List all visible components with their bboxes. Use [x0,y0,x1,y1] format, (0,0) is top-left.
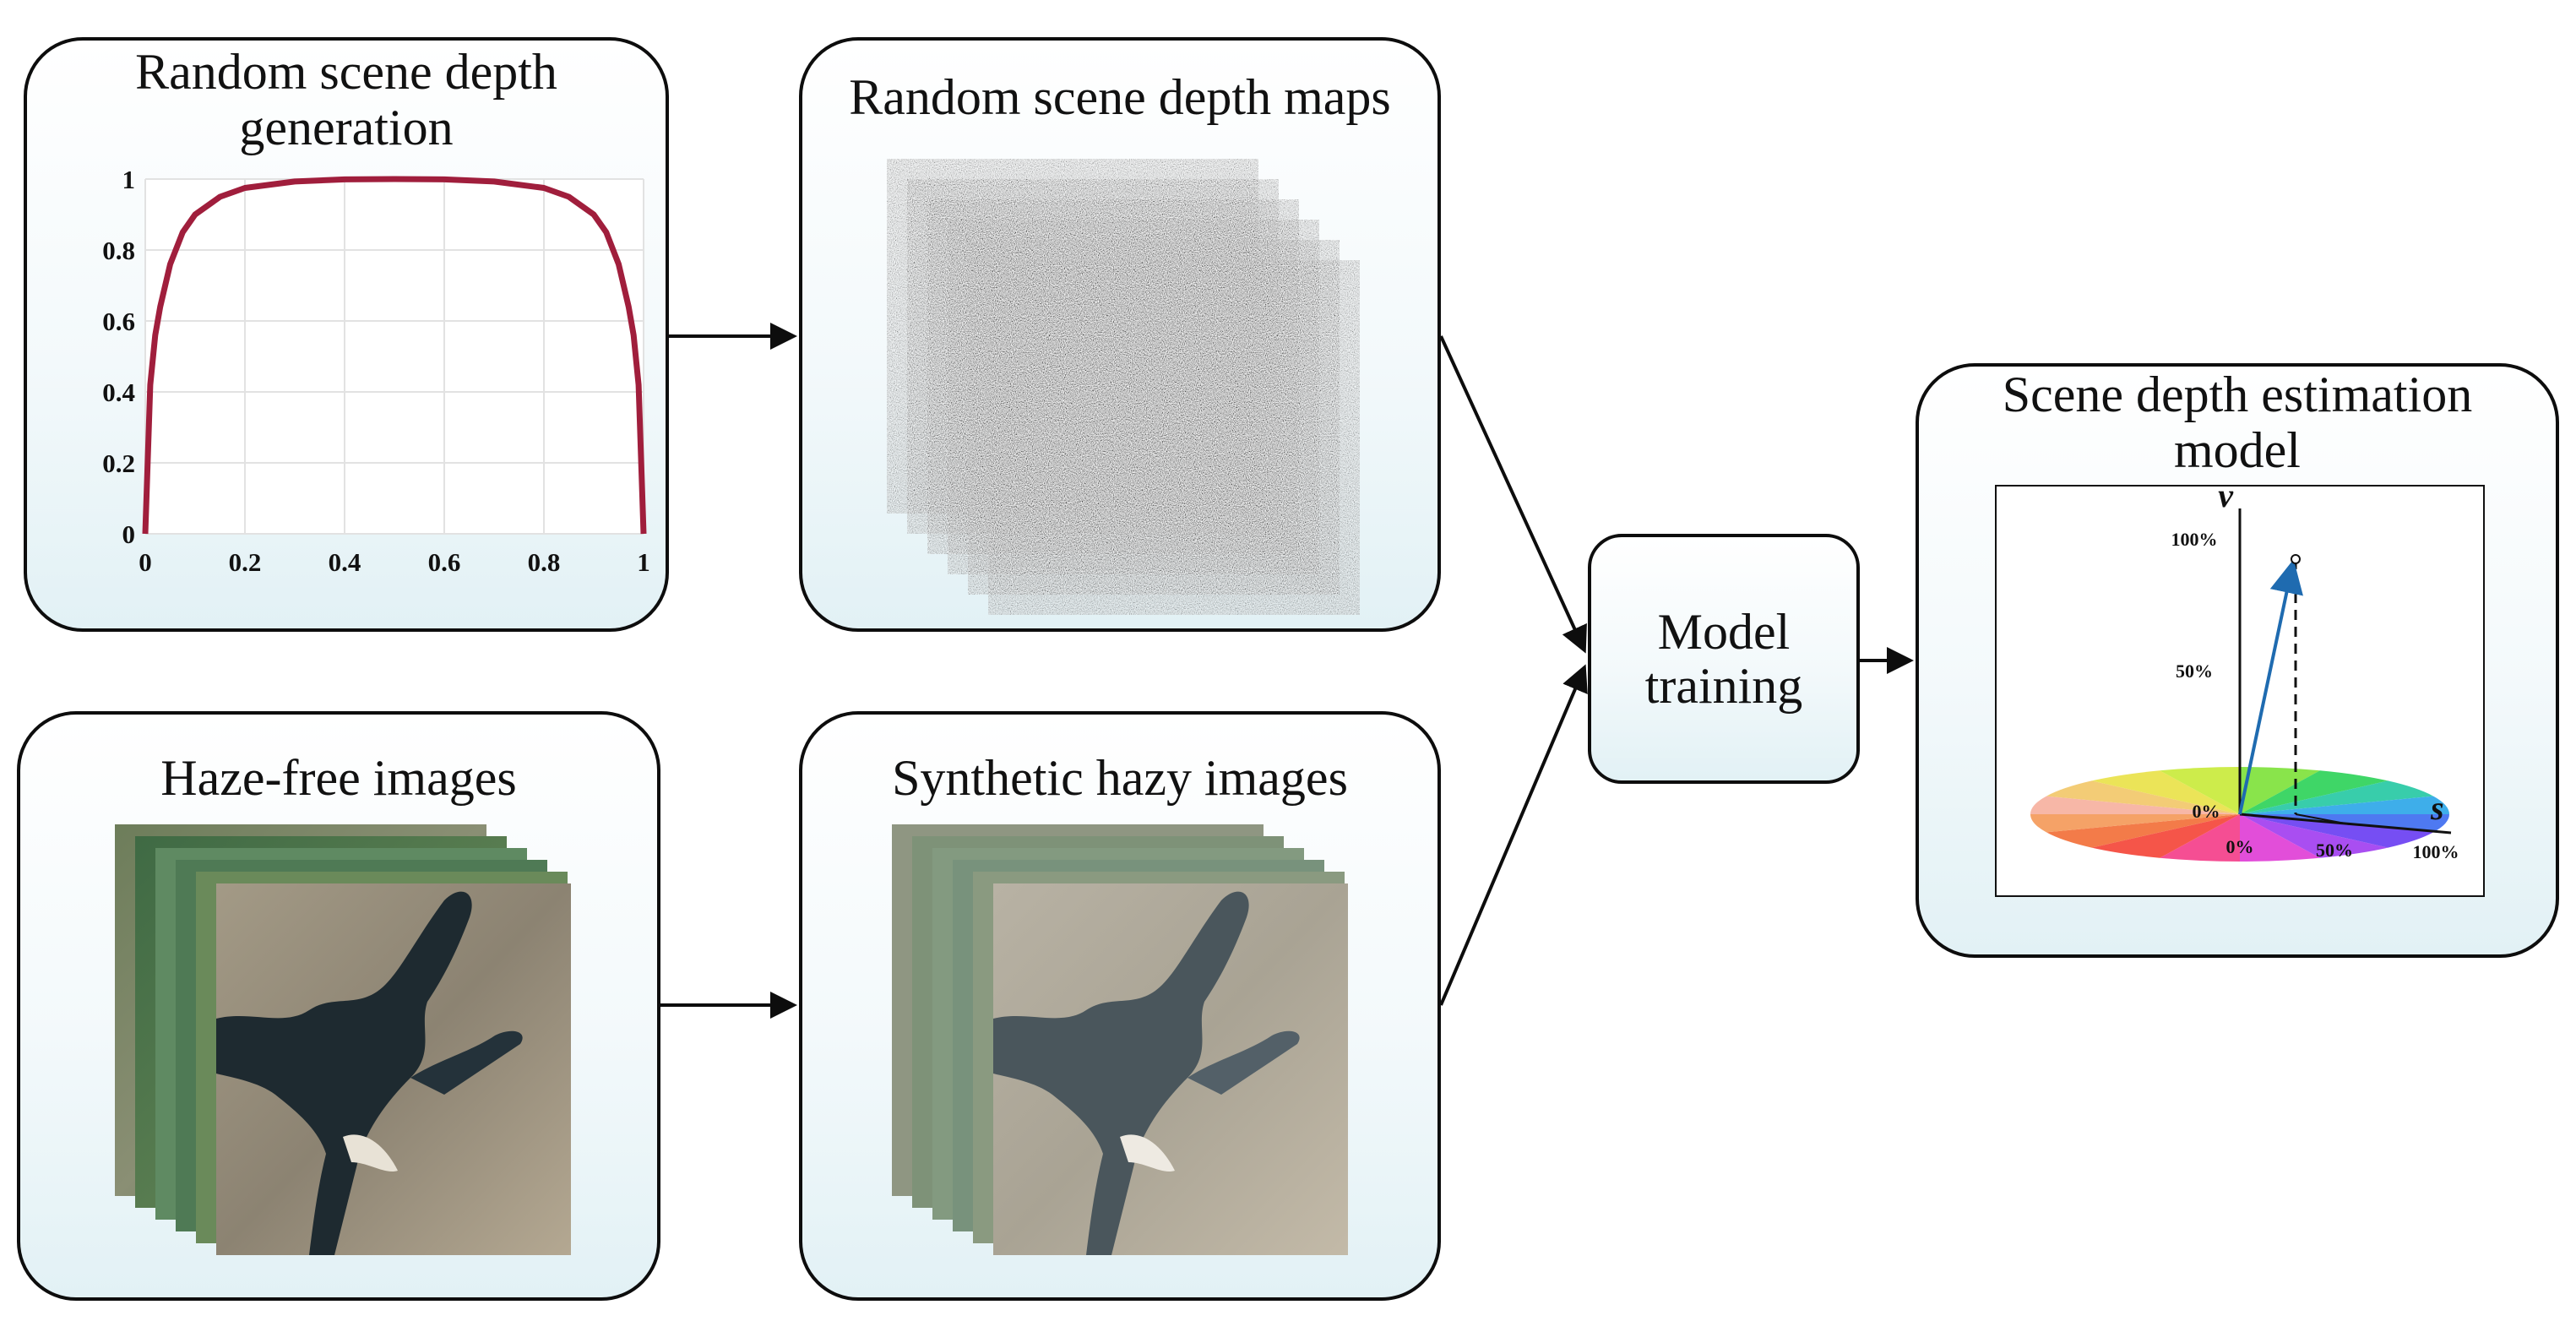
color-vector-arrow [2238,559,2303,815]
x-tick-label: 0.2 [229,547,262,577]
vector-endpoint [2291,554,2301,564]
s-tick-100: 100% [2413,841,2459,862]
hue-sector [2030,796,2240,814]
s-axis-label: s [2430,789,2444,827]
depth-maps-box: Random scene depth maps [799,37,1441,632]
x-tick-label: 1 [637,547,650,577]
haze-free-image-stack [115,824,571,1255]
depth-generation-box: Random scene depth generation 0 0.2 0.4 0.6… [24,37,669,632]
y-tick-label: 0.8 [102,236,135,265]
arrow-maps-to-training [1439,335,1587,654]
haze-free-title: Haze-free images [160,750,517,806]
hue-sector [2091,770,2240,814]
noise-map-layer [988,260,1360,615]
v-tick-50: 50% [2176,660,2213,682]
depth-maps-title: Random scene depth maps [849,69,1391,125]
y-tick-label: 0.4 [102,378,135,407]
v-tick-100: 100% [2171,529,2218,550]
model-training-box: Model training [1588,534,1860,784]
hue-sector [2240,780,2434,814]
estimation-title: Scene depth estimation model [2002,367,2473,478]
s-tick-0: 0% [2226,836,2254,857]
projection-tick [2295,813,2350,825]
haze-free-box: Haze-free images [17,711,660,1301]
plot-area [145,179,644,534]
v-axis-label: v [2218,476,2234,514]
hue-sector [2160,814,2240,862]
arrow-hazy-to-training [1439,664,1588,1006]
hue-sector [2046,814,2240,848]
estimation-box: Scene depth estimation model v s 100% 50% 0%… [1916,363,2559,958]
noise-map-stack [887,159,1360,615]
s-tick-50: 50% [2316,840,2353,861]
hue-sector [2240,814,2434,848]
hazy-box: Synthetic hazy images [799,711,1441,1301]
hazy-title: Synthetic hazy images [892,750,1348,806]
y-tick-label: 1 [122,165,136,194]
hazy-lake-image [993,883,1348,1255]
x-tick-label: 0.6 [428,547,461,577]
depth-distribution-chart: 0 0.2 0.4 0.6 0.8 1 0 0.2 0.4 0.6 0.8 1 [102,165,650,577]
hue-sector [2030,814,2240,833]
hue-sector [2240,814,2320,862]
v-tick-0: 0% [2193,801,2220,822]
depth-generation-title: Random scene depth generation [135,44,557,155]
hue-sector [2240,814,2389,858]
y-tick-label: 0 [122,519,136,549]
y-tick-label: 0.6 [102,307,135,336]
hue-sector [2046,780,2240,814]
model-training-title: Model training [1644,604,1803,714]
x-tick-label: 0.8 [528,547,561,577]
hue-sector [2160,767,2240,814]
hue-sector [2091,814,2240,858]
lake-image [216,883,571,1255]
hsv-cone-diagram: v s 100% 50% 0% 0% 50% 100% [2030,476,2459,862]
y-tick-label: 0.2 [102,448,135,478]
x-tick-label: 0.4 [329,547,361,577]
hazy-image-stack [892,824,1348,1255]
series-line [142,176,647,535]
x-tick-label: 0 [139,547,152,577]
hue-sector [2240,767,2320,814]
hue-sector [2240,796,2449,814]
hue-sector [2240,770,2389,814]
